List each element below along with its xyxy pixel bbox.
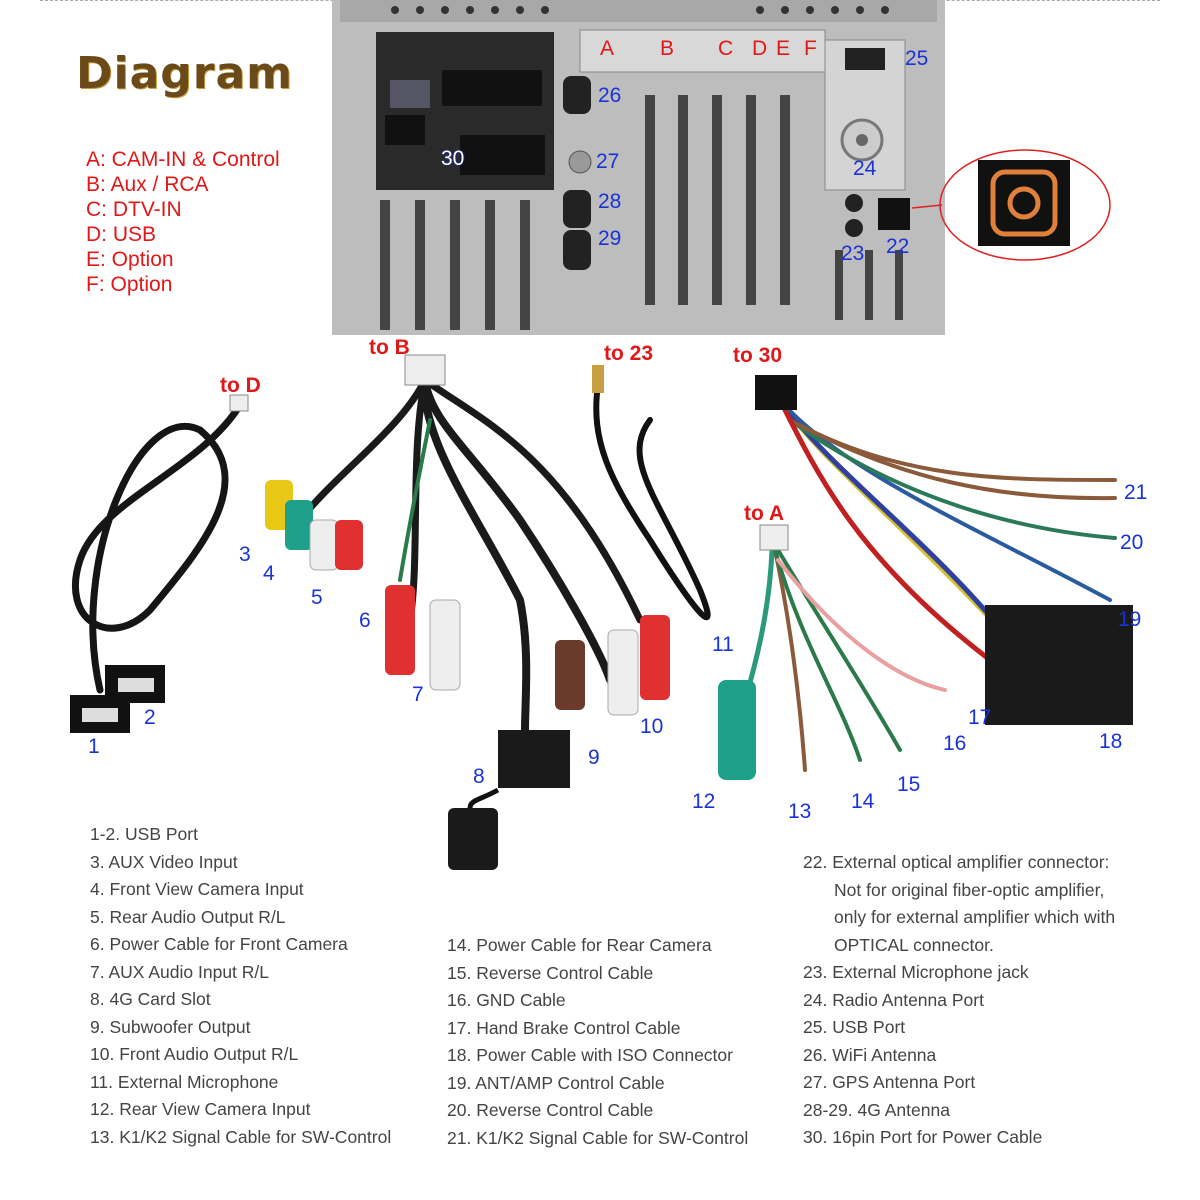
legend-item: 8. 4G Card Slot — [90, 989, 211, 1009]
label-11: 11 — [712, 633, 734, 656]
antenna-ports — [563, 76, 592, 270]
legend-column-1: 1-2. USB Port 3. AUX Video Input 4. Fron… — [90, 821, 391, 1151]
label-28: 28 — [598, 190, 622, 213]
port-letter-f: F — [804, 37, 817, 60]
label-29: 29 — [598, 227, 622, 250]
label-to-30: to 30 — [733, 344, 783, 367]
label-17: 17 — [968, 706, 992, 729]
legend-item-continued: OPTICAL connector. — [834, 934, 994, 955]
port-letter-c: C — [718, 37, 734, 60]
legend-item-continued: only for external amplifier which with — [834, 907, 1116, 927]
port-letter-a: A — [600, 37, 615, 60]
legend-item: 24. Radio Antenna Port — [803, 989, 984, 1010]
legend-item: 23. External Microphone jack — [803, 962, 1029, 982]
label-6: 6 — [359, 609, 371, 632]
label-12: 12 — [692, 790, 716, 813]
legend-item: 15. Reverse Control Cable — [447, 962, 654, 983]
legend-item: 14. Power Cable for Rear Camera — [447, 935, 712, 955]
legend-item: 1-2. USB Port — [90, 824, 198, 844]
label-7: 7 — [412, 683, 424, 706]
port-strip-a-f — [579, 29, 826, 73]
label-to-b: to B — [369, 336, 410, 359]
label-20: 20 — [1120, 531, 1144, 554]
legend-item: 9. Subwoofer Output — [90, 1016, 251, 1037]
4g-card-slot — [498, 730, 570, 788]
legend-item: 13. K1/K2 Signal Cable for SW-Control — [90, 1126, 392, 1147]
label-21: 21 — [1124, 481, 1148, 504]
label-2: 2 — [144, 706, 156, 729]
legend-item: 18. Power Cable with ISO Connector — [447, 1045, 733, 1065]
legend-item: 6. Power Cable for Front Camera — [90, 934, 348, 954]
label-3: 3 — [239, 543, 251, 566]
label-16: 16 — [943, 732, 967, 755]
port-key-d: D: USB — [86, 223, 157, 246]
legend-item: 30. 16pin Port for Power Cable — [803, 1127, 1043, 1147]
port-key-a: A: CAM-IN & Control — [86, 148, 280, 171]
legend-item: 25. USB Port — [803, 1017, 906, 1037]
label-19: 19 — [1118, 608, 1142, 631]
port-key-list: A: CAM-IN & Control B: Aux / RCA C: DTV-… — [86, 147, 280, 297]
connectors — [70, 354, 1133, 870]
iso-connector — [985, 605, 1133, 725]
label-15: 15 — [897, 773, 921, 796]
legend-column-3: 22. External optical amplifier connector… — [803, 849, 1115, 1152]
label-30: 30 — [441, 147, 465, 170]
legend-item: 12. Rear View Camera Input — [90, 1099, 311, 1119]
legend-item: 3. AUX Video Input — [90, 851, 238, 872]
cables — [71, 376, 1117, 772]
mic-jack — [845, 194, 863, 212]
label-22: 22 — [886, 235, 910, 258]
port-key-b: B: Aux / RCA — [86, 173, 209, 196]
label-to-d: to D — [220, 374, 261, 397]
legend-item: 11. External Microphone — [90, 1071, 279, 1092]
legend-item: 5. Rear Audio Output R/L — [90, 906, 286, 927]
label-9: 9 — [588, 746, 600, 769]
legend-item: 19. ANT/AMP Control Cable — [447, 1072, 665, 1093]
label-to-a: to A — [744, 502, 785, 525]
label-4: 4 — [263, 562, 275, 585]
legend-item: 26. WiFi Antenna — [803, 1044, 937, 1065]
port-key-c: C: DTV-IN — [86, 198, 182, 221]
legend-item: 20. Reverse Control Cable — [447, 1100, 654, 1120]
label-1: 1 — [88, 735, 100, 758]
label-23: 23 — [841, 242, 865, 265]
port-key-e: E: Option — [86, 248, 174, 271]
page-title: Diagram — [76, 48, 294, 99]
legend-item: 4. Front View Camera Input — [90, 879, 304, 899]
label-to-23: to 23 — [604, 342, 654, 365]
port-key-f: F: Option — [86, 273, 173, 296]
legend-item: 21. K1/K2 Signal Cable for SW-Control — [447, 1127, 749, 1148]
optical-port — [878, 198, 910, 230]
label-13: 13 — [788, 800, 812, 823]
label-5: 5 — [311, 586, 323, 609]
legend-item: 7. AUX Audio Input R/L — [90, 961, 270, 982]
legend-item: 27. GPS Antenna Port — [803, 1072, 976, 1092]
label-10: 10 — [640, 715, 664, 738]
label-18: 18 — [1099, 730, 1123, 753]
label-8: 8 — [473, 765, 485, 788]
label-14: 14 — [851, 790, 875, 813]
legend-column-2: 14. Power Cable for Rear Camera 15. Reve… — [447, 932, 748, 1152]
legend-item: 16. GND Cable — [447, 990, 566, 1010]
legend-item-continued: Not for original fiber-optic amplifier, — [834, 879, 1105, 900]
port-letter-d: D — [752, 37, 768, 60]
label-24: 24 — [853, 157, 877, 180]
legend-item: 22. External optical amplifier connector… — [803, 852, 1110, 872]
port-letter-b: B — [660, 37, 675, 60]
label-26: 26 — [598, 84, 622, 107]
label-25: 25 — [905, 47, 929, 70]
rca-plugs — [265, 480, 756, 780]
port-letter-e: E — [776, 37, 791, 60]
legend-item: 28-29. 4G Antenna — [803, 1099, 950, 1120]
legend-item: 10. Front Audio Output R/L — [90, 1044, 299, 1064]
label-27: 27 — [596, 150, 620, 173]
head-unit-rear — [332, 0, 945, 335]
legend-item: 17. Hand Brake Control Cable — [447, 1017, 681, 1038]
